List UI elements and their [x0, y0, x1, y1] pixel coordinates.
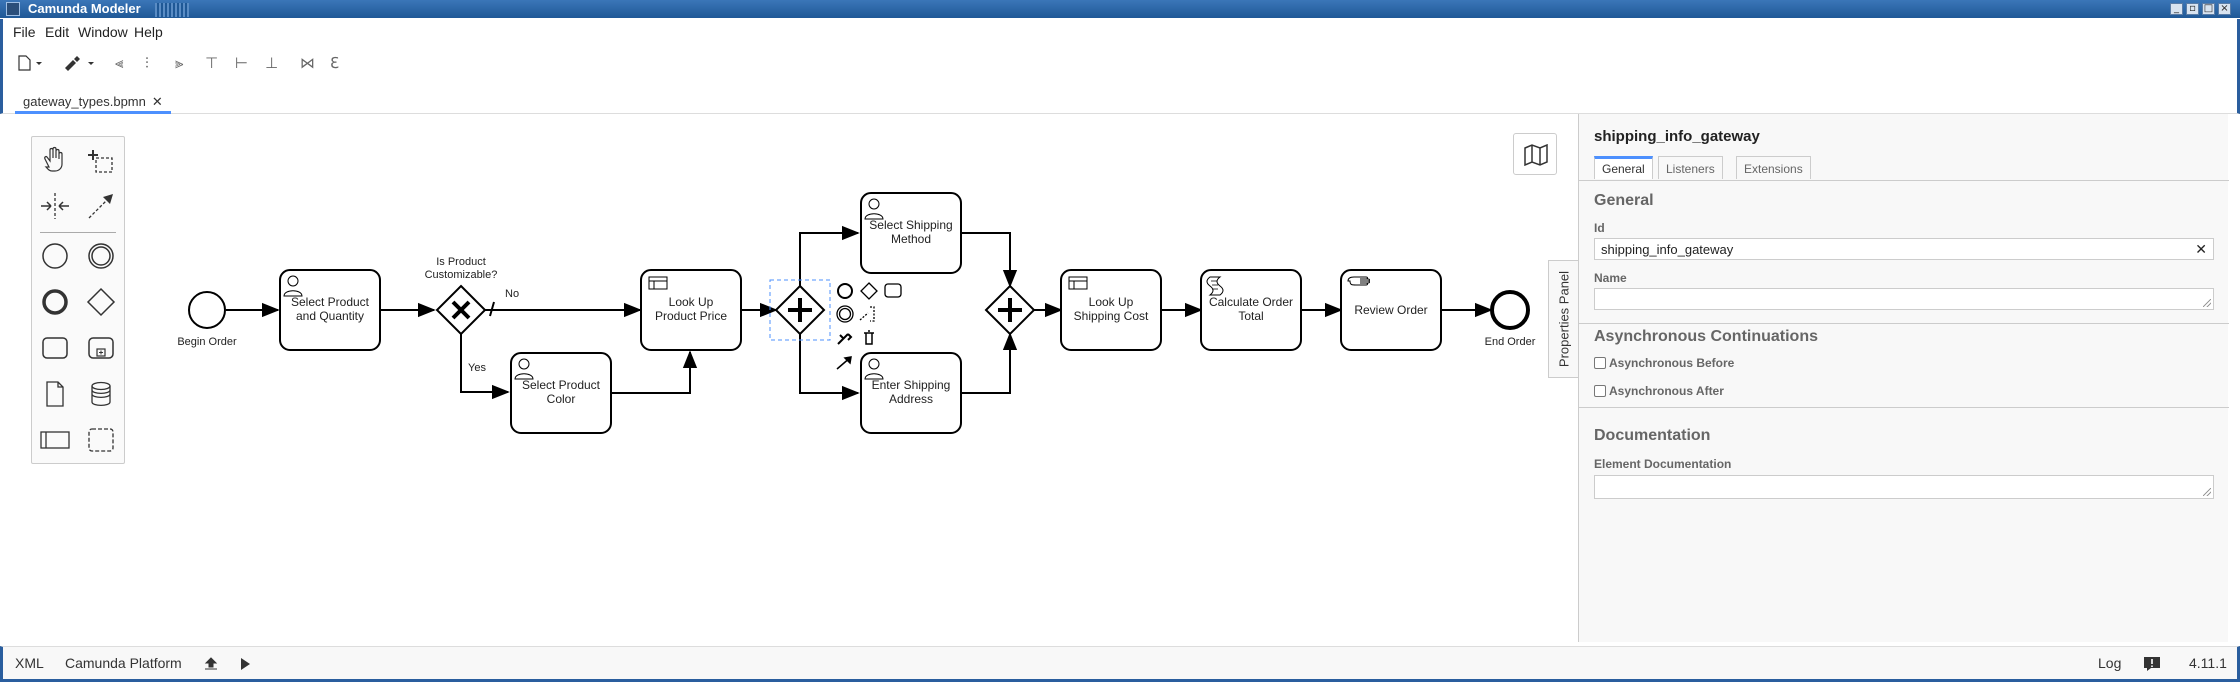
status-bar: XML Camunda Platform Log 4.11.1: [0, 646, 2240, 682]
menu-bar: File Edit Window Help: [0, 19, 2240, 46]
close-window-icon[interactable]: ×: [2218, 3, 2231, 15]
tab-close-icon[interactable]: ✕: [151, 94, 163, 109]
minimap-toggle-button[interactable]: [1513, 133, 1557, 175]
titlebar-decoration: [155, 3, 189, 17]
async-after-checkbox[interactable]: Asynchronous After: [1594, 384, 1724, 398]
async-after-label: Asynchronous After: [1609, 384, 1724, 398]
group-documentation-heading: Documentation: [1594, 427, 1711, 444]
checkbox-icon[interactable]: [1594, 385, 1606, 397]
version-label: 4.11.1: [2189, 655, 2227, 671]
checkbox-icon[interactable]: [1594, 357, 1606, 369]
feedback-icon[interactable]: [2143, 656, 2161, 672]
pool-icon[interactable]: [38, 423, 72, 457]
tab-gateway-types[interactable]: gateway_types.bpmn ✕: [15, 86, 171, 114]
name-label: Name: [1594, 271, 1627, 285]
data-store-icon[interactable]: [84, 377, 118, 411]
group-async-heading: Asynchronous Continuations: [1594, 328, 1818, 345]
tabs-divider: [1579, 180, 2229, 181]
async-before-label: Asynchronous Before: [1609, 356, 1735, 370]
map-icon: [1524, 144, 1548, 166]
tab-label: gateway_types.bpmn: [23, 94, 146, 109]
properties-panel-toggle[interactable]: Properties Panel: [1548, 260, 1578, 378]
subprocess-icon[interactable]: [84, 331, 118, 365]
align-left-icon[interactable]: ⫷: [115, 54, 124, 72]
global-connect-tool-icon[interactable]: [84, 189, 118, 223]
space-tool-icon[interactable]: [38, 189, 72, 223]
run-icon[interactable]: [238, 657, 252, 671]
tab-general[interactable]: General: [1594, 156, 1653, 179]
new-file-icon[interactable]: [17, 55, 45, 71]
minimize-icon[interactable]: _: [2170, 3, 2183, 15]
align-top-icon[interactable]: ⊤: [205, 54, 219, 72]
documentation-label: Element Documentation: [1594, 457, 1732, 471]
align-middle-icon[interactable]: ⊢: [235, 54, 249, 72]
align-right-icon[interactable]: ⫸: [175, 54, 184, 72]
window-title: Camunda Modeler: [28, 1, 141, 16]
id-value: shipping_info_gateway: [1601, 242, 1734, 257]
align-bottom-icon[interactable]: ⊥: [265, 54, 279, 72]
properties-title: shipping_info_gateway: [1594, 128, 1760, 145]
gateway-icon[interactable]: [84, 285, 118, 319]
restore-icon[interactable]: ▫: [2186, 3, 2199, 15]
start-event-icon[interactable]: [38, 239, 72, 273]
app-icon: [6, 2, 20, 16]
distribute-vertical-icon[interactable]: ℇ: [330, 54, 340, 72]
tab-extensions[interactable]: Extensions: [1736, 156, 1811, 179]
hand-tool-icon[interactable]: [38, 143, 72, 177]
log-toggle[interactable]: Log: [2098, 655, 2122, 671]
execution-platform[interactable]: Camunda Platform: [65, 655, 182, 671]
intermediate-event-icon[interactable]: [84, 239, 118, 273]
menu-window[interactable]: Window: [78, 24, 128, 40]
group-general-heading: General: [1594, 192, 1654, 209]
distribute-horizontal-icon[interactable]: ⋈: [300, 54, 315, 72]
resize-handle-icon[interactable]: [2203, 299, 2211, 307]
edit-tools-icon[interactable]: [63, 55, 97, 71]
task-icon[interactable]: [38, 331, 72, 365]
diagram-canvas[interactable]: [3, 114, 1578, 642]
align-center-icon[interactable]: ⫶: [145, 54, 149, 72]
data-object-icon[interactable]: [38, 377, 72, 411]
resize-handle-icon[interactable]: [2203, 488, 2211, 496]
xml-tab[interactable]: XML: [15, 655, 44, 671]
tool-palette: [31, 136, 125, 464]
lasso-tool-icon[interactable]: [84, 143, 118, 177]
async-before-checkbox[interactable]: Asynchronous Before: [1594, 356, 1734, 370]
documentation-field[interactable]: [1594, 475, 2214, 499]
toolbar: ⫷ ⫶ ⫸ ⊤ ⊢ ⊥ ⋈ ℇ: [0, 46, 2240, 80]
window-titlebar: Camunda Modeler _ ▫ □ ×: [0, 0, 2240, 18]
properties-panel: shipping_info_gateway General Listeners …: [1578, 114, 2229, 642]
clear-id-icon[interactable]: ✕: [2195, 241, 2207, 257]
group-icon[interactable]: [84, 423, 118, 457]
group-divider: [1579, 323, 2229, 324]
properties-panel-toggle-label: Properties Panel: [1556, 270, 1571, 368]
menu-edit[interactable]: Edit: [45, 24, 70, 40]
palette-separator: [40, 232, 116, 233]
id-label: Id: [1594, 221, 1605, 235]
menu-help[interactable]: Help: [134, 24, 163, 40]
tab-listeners[interactable]: Listeners: [1658, 156, 1723, 179]
name-field[interactable]: [1594, 288, 2214, 310]
end-event-icon[interactable]: [38, 285, 72, 319]
id-field[interactable]: shipping_info_gateway ✕: [1594, 238, 2214, 260]
menu-file[interactable]: File: [13, 24, 36, 40]
group-divider: [1579, 407, 2229, 408]
maximize-icon[interactable]: □: [2202, 3, 2215, 15]
deploy-icon[interactable]: [203, 657, 219, 671]
file-tab-strip: gateway_types.bpmn ✕: [0, 80, 2240, 114]
